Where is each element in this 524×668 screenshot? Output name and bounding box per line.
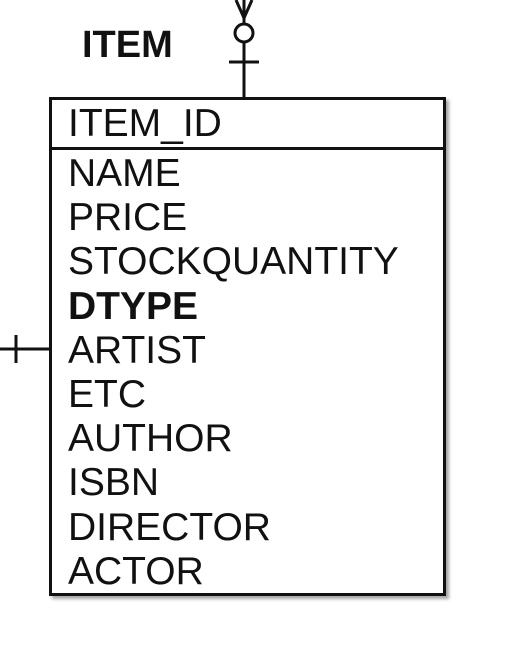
left-relationship-connector xyxy=(0,335,49,363)
attribute-price: PRICE xyxy=(68,196,188,240)
attribute-author: AUTHOR xyxy=(68,417,233,461)
optional-circle-marker xyxy=(233,22,255,44)
top-relationship-connector xyxy=(229,0,259,97)
primary-key-section: ITEM_ID xyxy=(52,100,443,150)
attribute-director: DIRECTOR xyxy=(68,505,271,549)
attribute-etc: ETC xyxy=(68,373,146,417)
attribute-name: NAME xyxy=(68,152,181,195)
attribute-artist: ARTIST xyxy=(68,328,206,372)
crows-foot-right-prong xyxy=(242,0,254,19)
crows-foot-left-prong xyxy=(234,0,246,19)
entity-title: ITEM xyxy=(82,24,173,66)
attribute-dtype: DTYPE xyxy=(68,284,199,328)
attribute-section: NAME PRICE STOCKQUANTITY DTYPE ARTIST ET… xyxy=(52,150,443,594)
attribute-isbn: ISBN xyxy=(68,461,160,505)
primary-key-field: ITEM_ID xyxy=(68,102,222,145)
entity-item-box: ITEM_ID NAME PRICE STOCKQUANTITY DTYPE A… xyxy=(49,97,446,596)
attribute-actor: ACTOR xyxy=(68,549,204,593)
attribute-stockquantity: STOCKQUANTITY xyxy=(68,240,399,284)
